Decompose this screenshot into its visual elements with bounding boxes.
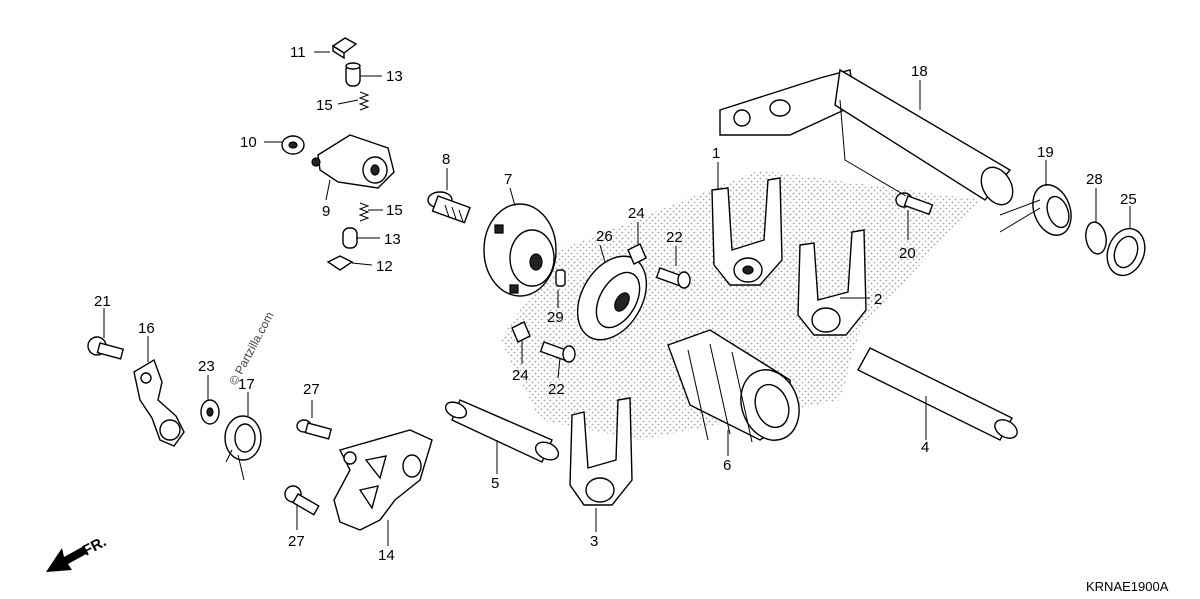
- callout-24-upper: 24: [628, 205, 645, 222]
- part-17-spring: [224, 415, 262, 481]
- part-27-bolt-upper: [296, 419, 333, 440]
- callout-5: 5: [491, 475, 499, 492]
- callout-12: 12: [376, 258, 393, 275]
- callout-16: 16: [138, 320, 155, 337]
- part-14-guide-plate: [333, 429, 433, 531]
- part-28-circlip: [1085, 221, 1107, 255]
- part-20-bolt: [895, 192, 934, 216]
- part-18-shift-shaft: [719, 68, 1014, 206]
- callout-25: 25: [1120, 191, 1137, 208]
- part-16-shift-arm: [133, 358, 185, 447]
- part-13-pin-lower: [342, 227, 358, 249]
- callout-11: 11: [290, 44, 306, 61]
- part-5-fork-shaft: [444, 399, 560, 463]
- part-2-shift-fork: [797, 229, 867, 336]
- part-12-plate: [326, 255, 354, 271]
- callout-23: 23: [198, 358, 215, 375]
- callout-4: 4: [921, 439, 929, 456]
- callout-26: 26: [596, 228, 613, 245]
- callout-19: 19: [1037, 144, 1054, 161]
- callout-14: 14: [378, 547, 395, 564]
- callout-2: 2: [874, 291, 882, 308]
- callout-6: 6: [723, 457, 731, 474]
- callout-24-lower: 24: [512, 367, 529, 384]
- part-25-washer: [1106, 227, 1146, 277]
- part-23-washer: [200, 399, 220, 425]
- callout-13-upper: 13: [386, 68, 403, 85]
- callout-17: 17: [238, 376, 255, 393]
- part-7-drum-cam: [483, 203, 557, 297]
- callout-1: 1: [712, 145, 720, 162]
- part-4-fork-shaft: [857, 347, 1018, 441]
- part-24-plate-lower: [511, 321, 531, 343]
- part-3-shift-fork: [569, 397, 633, 506]
- part-29-pin: [555, 269, 566, 287]
- part-27-bolt-lower: [284, 485, 320, 516]
- callout-15-lower: 15: [386, 202, 403, 219]
- part-1-shift-fork: [711, 177, 783, 286]
- part-13-pin-upper: [345, 62, 361, 87]
- callout-21: 21: [94, 293, 111, 310]
- part-24-plate-upper: [627, 243, 647, 265]
- part-6-shift-drum: [667, 329, 800, 443]
- leader-lines: [103, 51, 1131, 546]
- part-15-spring-lower: [358, 202, 370, 222]
- part-9-stopper-arm: [311, 134, 395, 189]
- callout-7: 7: [504, 171, 512, 188]
- callout-20: 20: [899, 245, 916, 262]
- part-8-bolt: [427, 191, 471, 224]
- part-22-bolt-upper: [655, 267, 691, 289]
- part-15-spring-upper: [358, 91, 370, 111]
- callout-29: 29: [547, 309, 564, 326]
- callout-18: 18: [911, 63, 928, 80]
- callout-8: 8: [442, 151, 450, 168]
- front-arrow-icon: [46, 546, 88, 572]
- drawing-code: KRNAE1900A: [1086, 579, 1169, 594]
- callout-9: 9: [322, 203, 330, 220]
- callout-22-upper: 22: [666, 229, 683, 246]
- callout-15-upper: 15: [316, 97, 333, 114]
- callout-labels: 11 13 15 10 9 15 13 12 8 7 26 24 22 29 2…: [94, 44, 1137, 564]
- front-marker-label: FR.: [80, 533, 109, 559]
- front-direction-marker: FR.: [46, 533, 109, 572]
- part-19-return-spring: [999, 184, 1072, 236]
- callout-22-lower: 22: [548, 381, 565, 398]
- part-21-bolt: [87, 336, 125, 360]
- callout-28: 28: [1086, 171, 1103, 188]
- callout-10: 10: [240, 134, 257, 151]
- part-26-bearing: [576, 255, 648, 341]
- callout-13-lower: 13: [384, 231, 401, 248]
- callout-27-upper: 27: [303, 381, 320, 398]
- callout-3: 3: [590, 533, 598, 550]
- part-22-bolt-lower: [539, 341, 576, 363]
- part-11-cap: [331, 37, 358, 60]
- part-10-nut: [281, 135, 305, 155]
- callout-27-lower: 27: [288, 533, 305, 550]
